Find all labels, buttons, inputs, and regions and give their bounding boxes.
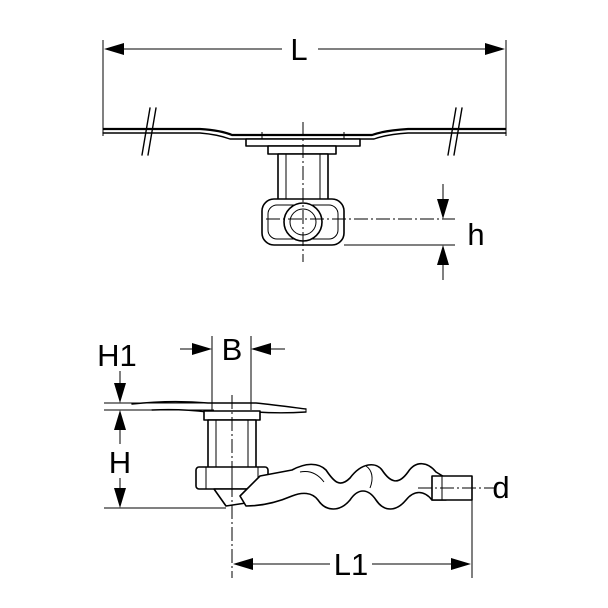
h-arrow-bottom bbox=[437, 245, 449, 265]
l1-arrow-right bbox=[451, 558, 471, 570]
channel-plate-top bbox=[103, 127, 506, 137]
l1-arrow-left bbox=[233, 558, 253, 570]
outlet-pipe-fold-2 bbox=[365, 465, 373, 489]
pipe-collar bbox=[267, 145, 337, 155]
l-arrow-left bbox=[104, 43, 124, 55]
label-l1: L1 bbox=[334, 547, 368, 582]
b-arrow-left bbox=[192, 343, 212, 355]
h-arrow-top bbox=[114, 410, 126, 430]
label-d: d bbox=[492, 470, 509, 505]
break-mark-right-2 bbox=[453, 107, 463, 156]
l-arrow-right bbox=[485, 43, 505, 55]
label-h1: H1 bbox=[97, 338, 137, 373]
label-b: B bbox=[222, 332, 243, 367]
h1-arrow bbox=[114, 383, 126, 403]
break-mark-right-1 bbox=[447, 107, 457, 156]
label-h-large: H bbox=[109, 445, 131, 480]
b-arrow-right bbox=[251, 343, 271, 355]
label-h-small: h bbox=[467, 217, 484, 252]
outlet-pipe-fold-1 bbox=[299, 471, 325, 483]
channel-elevation: L h bbox=[102, 32, 507, 280]
break-mark-left-2 bbox=[147, 107, 157, 156]
h-arrow-bottom bbox=[114, 488, 126, 508]
drain-body-elevation: B H1 H d bbox=[97, 332, 509, 582]
break-mark-left-1 bbox=[141, 107, 151, 156]
outlet-pipe bbox=[239, 462, 447, 510]
floor-surface-top bbox=[131, 400, 307, 410]
h-arrow-top bbox=[437, 199, 449, 219]
label-l: L bbox=[290, 32, 307, 67]
